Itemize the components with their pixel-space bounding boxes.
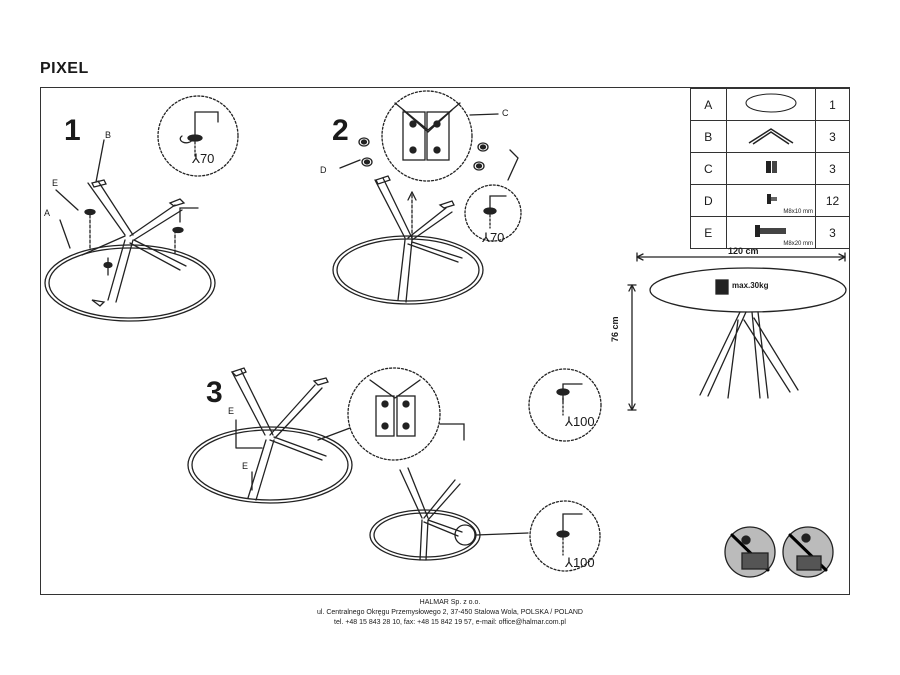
torque-label-4: ⅄100 [565, 555, 595, 570]
width-dimension: 120 cm [728, 246, 759, 256]
dimensioned-table [627, 252, 847, 411]
company-footer: HALMAR Sp. z o.o. ul. Centralnego Okręgu… [0, 598, 900, 628]
step-number-2: 2 [332, 114, 349, 147]
callout-b: B [105, 130, 112, 140]
part-key: C [690, 152, 727, 185]
parts-row: D M8x10 mm 12 [690, 184, 850, 217]
parts-row: E M8x20 mm 3 [690, 216, 850, 249]
part-spec: M8x10 mm [783, 209, 814, 215]
part-qty: 12 [815, 184, 850, 217]
company-name: HALMAR Sp. z o.o. [419, 599, 481, 606]
part-key: A [690, 88, 727, 121]
part-key: E [690, 216, 727, 249]
parts-row: B 3 [690, 120, 850, 153]
product-title: PIXEL [40, 60, 89, 77]
callout-a: A [44, 208, 51, 218]
callout-e-step3a: E [228, 406, 235, 416]
parts-list-table: A 1 B 3 C 3 D M8x10 mm 12 E M8x20 mm 3 [690, 88, 850, 249]
part-qty: 1 [815, 88, 850, 121]
long-bolt-icon: M8x20 mm [725, 216, 817, 249]
company-address: ul. Centralnego Okręgu Przemysłowego 2, … [316, 609, 583, 616]
max-load-label: max.30kg [732, 281, 769, 290]
bracket-icon [725, 152, 817, 185]
torque-label-3: ⅄100 [565, 414, 595, 429]
callout-e-step3b: E [242, 461, 249, 471]
step-3-drawing [187, 367, 602, 572]
short-bolt-icon: M8x10 mm [725, 184, 817, 217]
part-qty: 3 [815, 120, 850, 153]
height-dimension: 76 cm [610, 316, 620, 342]
part-spec: M8x20 mm [783, 241, 814, 247]
company-contact: tel. +48 15 843 28 10, fax: +48 15 842 1… [334, 619, 566, 626]
part-qty: 3 [815, 152, 850, 185]
callout-e-step1: E [52, 178, 59, 188]
part-key: B [690, 120, 727, 153]
instruction-frame [40, 87, 850, 595]
warning-icons [724, 526, 834, 578]
torque-label-1: ⅄70 [192, 151, 215, 166]
step-number-3: 3 [206, 376, 223, 409]
part-key: D [690, 184, 727, 217]
parts-row: A 1 [690, 88, 850, 121]
leg-icon [725, 120, 817, 153]
callout-d: D [320, 165, 327, 175]
callout-c: C [502, 108, 509, 118]
torque-label-2: ⅄70 [482, 230, 505, 245]
step-1-drawing [44, 95, 239, 322]
parts-row: C 3 [690, 152, 850, 185]
step-2-drawing [332, 90, 522, 305]
step-number-1: 1 [64, 114, 81, 147]
tabletop-icon [725, 88, 817, 121]
part-qty: 3 [815, 216, 850, 249]
